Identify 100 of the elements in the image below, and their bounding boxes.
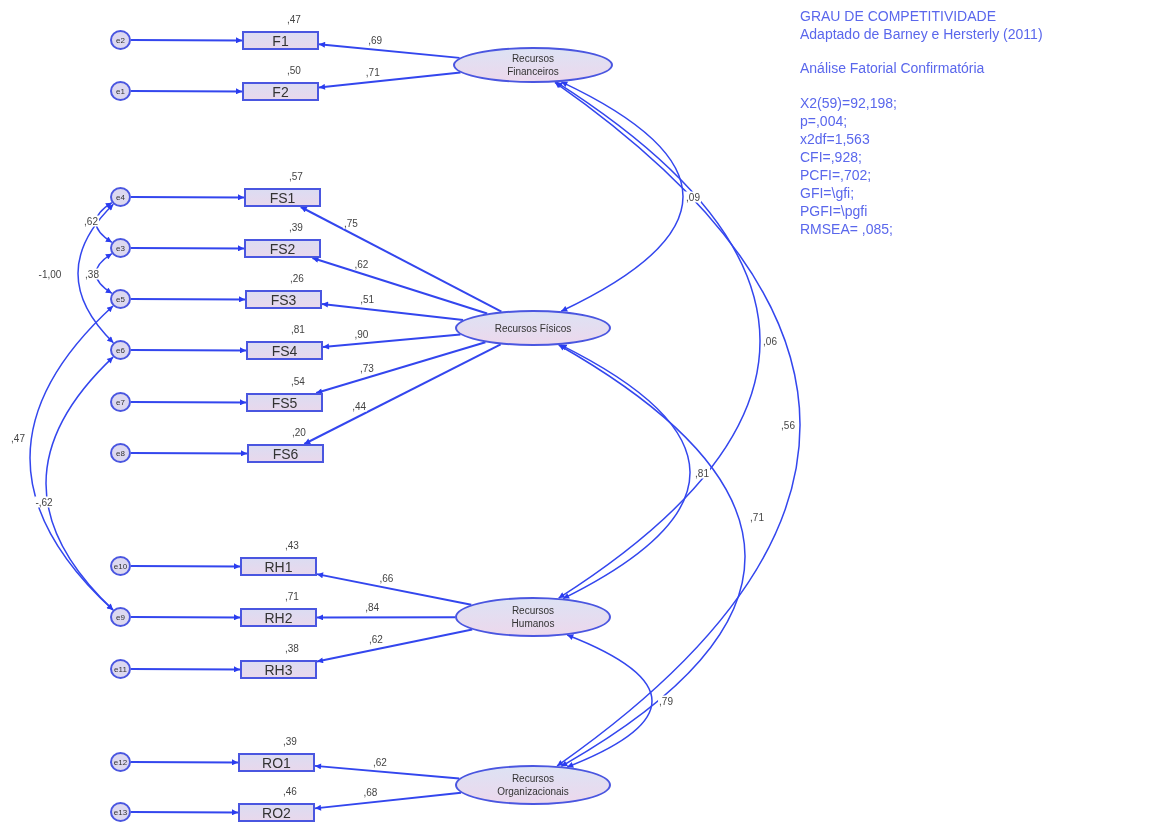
path-arrow [130,296,246,303]
path-arrow [321,301,465,321]
error-term-circle: e13 [110,802,131,822]
r-squared-value: ,54 [291,376,305,387]
r-squared-value: ,50 [287,65,301,76]
error-term-circle: e1 [110,81,131,101]
r-squared-value: ,71 [285,591,299,602]
fit-statistic-text: PGFI=\pgfi [800,203,868,219]
path-arrow [130,347,247,354]
edge-label: ,62 [83,215,99,226]
edge-label: ,51 [359,293,376,305]
path-arrow [130,37,243,44]
edge-label: ,56 [780,419,796,431]
path-arrow [314,763,461,780]
fit-statistic-text: CFI=,928; [800,149,862,165]
fit-statistic-text: GFI=\gfi; [800,185,855,201]
covariance-arrow [45,356,114,611]
path-arrow [316,628,474,664]
error-term-circle: e2 [110,30,131,50]
edge-label: ,62 [371,756,388,768]
edge-label: ,06 [762,335,778,347]
diagram-title: GRAU DE COMPETITIVIDADE [800,8,997,24]
observed-variable-box: F2 [242,82,319,101]
path-arrow [130,614,241,621]
path-arrow [322,333,462,350]
covariance-arrow [95,201,113,244]
r-squared-value: ,47 [287,14,301,25]
observed-variable-box: FS4 [246,341,323,360]
observed-variable-box: FS1 [244,188,321,207]
covariance-arrow [566,634,653,768]
edge-label: ,38 [84,268,100,279]
r-squared-value: ,81 [291,324,305,335]
r-squared-value: ,39 [289,222,303,233]
path-arrow [318,41,461,59]
path-arrow [318,71,462,90]
observed-variable-box: RH3 [240,660,317,679]
path-arrow [130,399,247,406]
path-arrow [130,245,245,252]
path-arrow [316,614,456,621]
fit-statistic-text: RMSEA= ,085; [800,221,893,237]
fit-statistic-text: p=,004; [800,113,848,129]
edge-label: ,84 [364,601,381,613]
observed-variable-box: FS5 [246,393,323,412]
edge-label: ,62 [353,258,370,269]
error-term-circle: e4 [110,187,131,207]
error-term-circle: e8 [110,443,131,463]
error-term-circle: e9 [110,607,131,627]
edge-label: ,81 [694,467,710,478]
fit-statistic-text: x2df=1,563 [800,131,870,147]
covariance-arrow [560,81,684,312]
error-term-circle: e5 [110,289,131,309]
fit-statistic-text: PCFI=,702; [800,167,872,183]
path-arrow [130,563,241,570]
observed-variable-box: F1 [242,31,319,50]
error-term-circle: e10 [110,556,131,576]
path-arrow [130,450,248,457]
edge-label: ,73 [359,362,375,374]
edge-label: ,90 [353,328,370,339]
path-arrow [130,809,239,816]
path-arrow [316,572,473,606]
r-squared-value: ,39 [283,736,297,747]
observed-variable-box: RH1 [240,557,317,576]
r-squared-value: ,38 [285,643,299,654]
error-term-circle: e12 [110,752,131,772]
path-arrow [299,206,503,313]
covariance-arrow [29,305,114,611]
observed-variable-box: FS6 [247,444,324,463]
subtitle-text: Análise Fatorial Confirmatória [800,60,985,76]
edge-label: ,75 [342,217,359,229]
error-term-circle: e7 [110,392,131,412]
covariance-arrow [554,81,801,767]
latent-variable-ellipse: Recursos Financeiros [453,47,613,83]
edge-label: ,09 [685,191,701,202]
edge-label: ,68 [362,786,379,798]
error-term-circle: e11 [110,659,131,679]
path-arrow [130,194,245,201]
r-squared-value: ,57 [289,171,303,182]
edge-label: ,71 [749,511,765,522]
edge-label: ,71 [364,66,381,78]
subtitle-text: Adaptado de Barney e Hersterly (2011) [800,26,1043,42]
r-squared-value: ,26 [290,273,304,284]
edge-label: ,69 [367,34,384,46]
observed-variable-box: RO2 [238,803,315,822]
error-term-circle: e6 [110,340,131,360]
error-term-circle: e3 [110,238,131,258]
r-squared-value: ,46 [283,786,297,797]
r-squared-value: ,20 [292,427,306,438]
path-arrow [303,343,502,445]
observed-variable-box: FS2 [244,239,321,258]
observed-variable-box: FS3 [245,290,322,309]
latent-variable-ellipse: Recursos Humanos [455,597,611,637]
covariance-arrow [77,203,115,344]
latent-variable-ellipse: Recursos Organizacionais [455,765,611,805]
observed-variable-box: RO1 [238,753,315,772]
covariance-arrow [558,344,746,768]
edge-label: -,62 [34,496,54,507]
edge-label: ,79 [658,695,674,707]
edge-label: ,44 [351,400,368,412]
fit-statistic-text: X2(59)=92,198; [800,95,897,111]
observed-variable-box: RH2 [240,608,317,627]
